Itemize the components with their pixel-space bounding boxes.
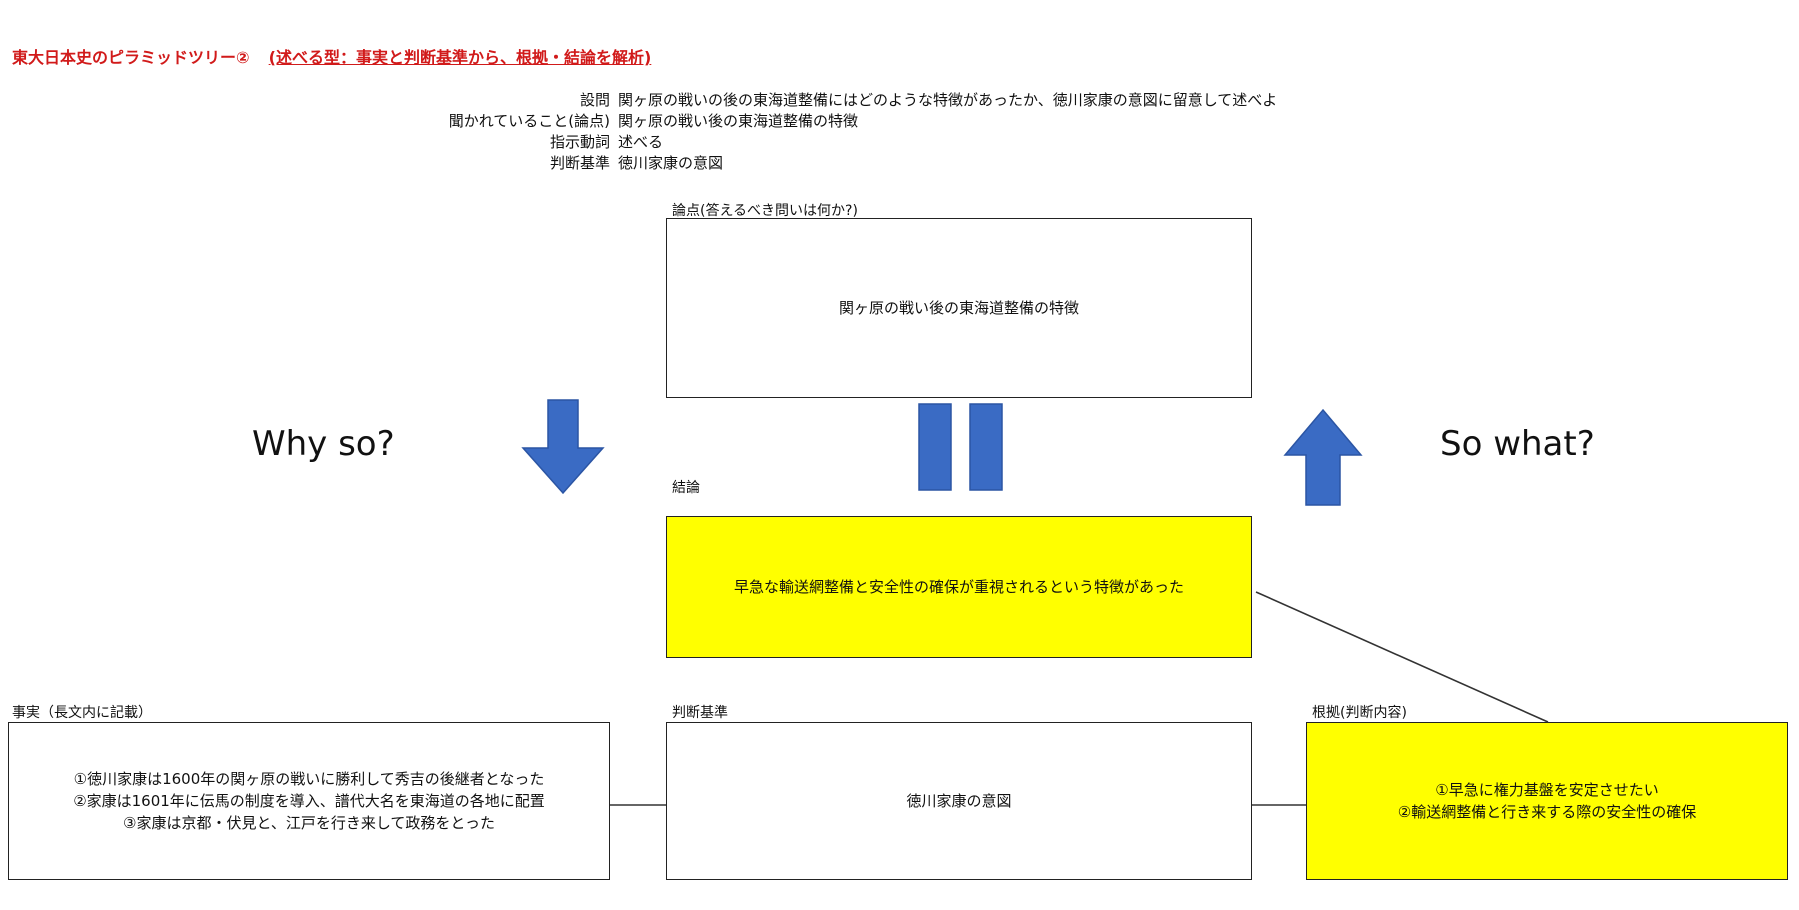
issue-label: 論点(答えるべき問いは何か?) [672, 203, 858, 219]
conclusion-label: 結論 [672, 480, 700, 496]
fact-line: ②家康は1601年に伝馬の制度を導入、譜代大名を東海道の各地に配置 [73, 792, 545, 810]
question-key: 判断基準 [549, 154, 610, 172]
grounds-box: ①早急に権力基盤を安定させたい ②輸送網整備と行き来する際の安全性の確保 [1306, 722, 1788, 880]
question-value: 関ヶ原の戦いの後の東海道整備にはどのような特徴があったか、徳川家康の意図に留意し… [618, 91, 1278, 109]
question-key: 設問 [579, 91, 610, 109]
ground-line: ①早急に権力基盤を安定させたい [1435, 781, 1659, 799]
title-subtitle: (述べる型：事実と判断基準から、根拠・結論を解析) [268, 48, 652, 67]
question-key: 聞かれていること(論点) [448, 112, 610, 130]
page-title: 東大日本史のピラミッドツリー② (述べる型：事実と判断基準から、根拠・結論を解析… [12, 44, 651, 68]
criteria-text: 徳川家康の意図 [906, 792, 1012, 810]
ground-line: ②輸送網整備と行き来する際の安全性の確保 [1397, 803, 1697, 821]
criteria-label: 判断基準 [672, 705, 728, 721]
question-row: 聞かれていること(論点) 関ヶ原の戦い後の東海道整備の特徴 [380, 111, 1277, 132]
arrow-up-icon [1283, 408, 1363, 506]
question-row: 指示動詞 述べる [380, 132, 1277, 153]
title-main: 東大日本史のピラミッドツリー② [12, 48, 250, 67]
conclusion-text: 早急な輸送網整備と安全性の確保が重視されるという特徴があった [733, 578, 1184, 596]
question-row: 判断基準 徳川家康の意図 [380, 153, 1277, 174]
question-value: 関ヶ原の戦い後の東海道整備の特徴 [618, 112, 859, 130]
arrow-down-icon [521, 399, 605, 495]
equals-icon [918, 403, 1003, 491]
issue-box: 関ヶ原の戦い後の東海道整備の特徴 [666, 218, 1252, 398]
fact-line: ①徳川家康は1600年の関ヶ原の戦いに勝利して秀吉の後継者となった [73, 770, 545, 788]
conclusion-box: 早急な輸送網整備と安全性の確保が重視されるという特徴があった [666, 516, 1252, 658]
criteria-box: 徳川家康の意図 [666, 722, 1252, 880]
so-what-label: So what? [1440, 424, 1595, 464]
question-key: 指示動詞 [549, 133, 610, 151]
facts-box: ①徳川家康は1600年の関ヶ原の戦いに勝利して秀吉の後継者となった ②家康は16… [8, 722, 610, 880]
issue-text: 関ヶ原の戦い後の東海道整備の特徴 [838, 299, 1079, 317]
connector-line [1255, 591, 1549, 723]
grounds-label: 根拠(判断内容) [1312, 705, 1407, 721]
question-value: 述べる [618, 133, 664, 151]
fact-line: ③家康は京都・伏見と、江戸を行き来して政務をとった [123, 814, 495, 832]
question-value: 徳川家康の意図 [618, 154, 724, 172]
why-so-label: Why so? [252, 424, 395, 464]
question-block: 設問 関ヶ原の戦いの後の東海道整備にはどのような特徴があったか、徳川家康の意図に… [380, 90, 1278, 174]
facts-label: 事実（長文内に記載） [12, 705, 152, 721]
question-row: 設問 関ヶ原の戦いの後の東海道整備にはどのような特徴があったか、徳川家康の意図に… [380, 90, 1277, 111]
